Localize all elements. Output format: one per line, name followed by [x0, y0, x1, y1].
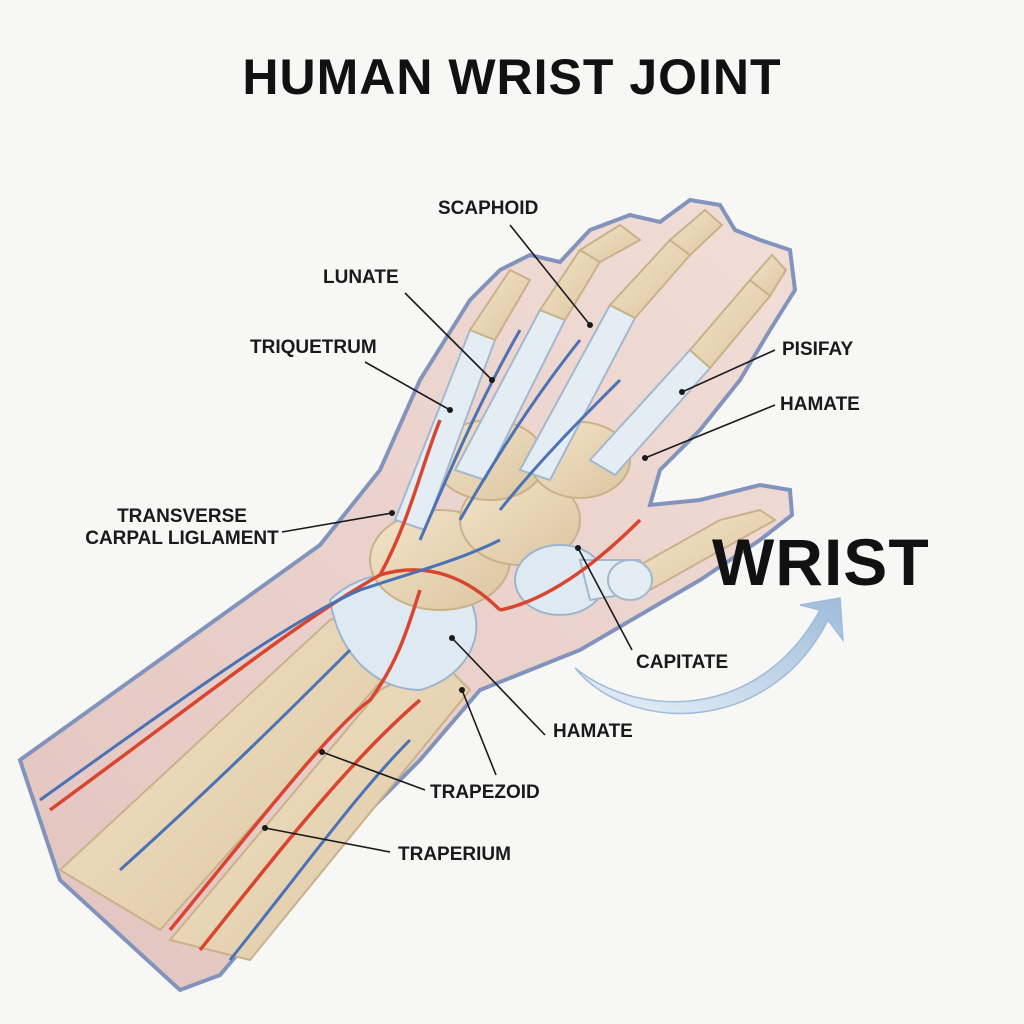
- label-hamate-upper: HAMATE: [780, 394, 860, 415]
- label-scaphoid: SCAPHOID: [438, 198, 539, 219]
- label-pisifay: PISIFAY: [782, 339, 854, 360]
- label-transverse-line1: TRANSVERSE: [117, 506, 247, 527]
- finger-bones: [468, 208, 788, 601]
- diagram-title: HUMAN WRIST JOINT: [242, 49, 782, 105]
- label-triquetrum: TRIQUETRUM: [250, 337, 377, 358]
- veins: [39, 329, 622, 961]
- rotation-arrow: [574, 597, 844, 715]
- label-trapezoid: TRAPEZOID: [430, 782, 540, 803]
- leader-lines: [264, 224, 776, 853]
- label-transverse-carpal-ligament: TRANSVERSE CARPAL LIGLAMENT: [72, 506, 292, 550]
- label-transverse-line2: CARPAL LIGLAMENT: [85, 528, 279, 549]
- label-lunate: LUNATE: [323, 267, 399, 288]
- wrist-callout: WRIST: [712, 525, 930, 599]
- label-capitate: CAPITATE: [636, 652, 729, 673]
- label-hamate-lower: HAMATE: [553, 721, 633, 742]
- label-traperium: TRAPERIUM: [398, 844, 511, 865]
- leader-dots: [262, 322, 685, 831]
